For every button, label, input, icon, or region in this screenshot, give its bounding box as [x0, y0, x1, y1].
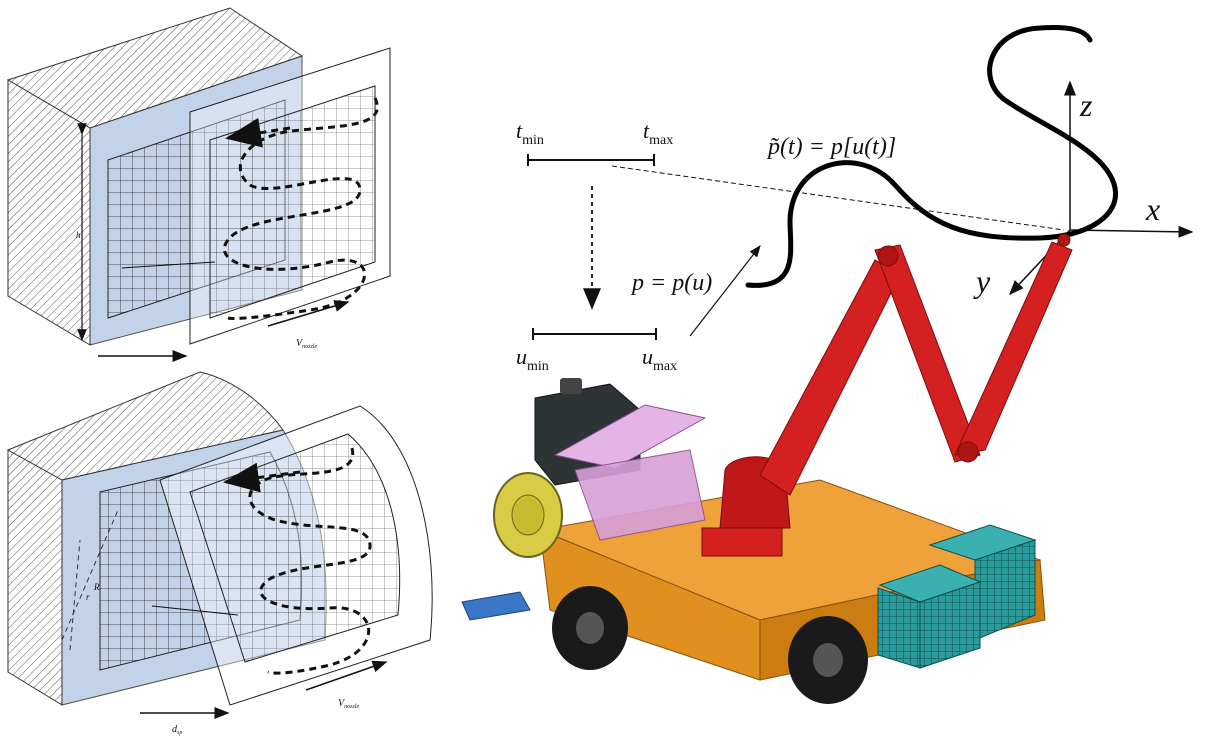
arch-radius-line-R [69, 539, 81, 651]
arch-nozzle-velocity-arrow [305, 660, 388, 691]
arch-radius-line-r [61, 509, 119, 641]
arch-d-sp-label: dsp [172, 724, 182, 736]
t-to-trajectory-dashed-line [611, 165, 1065, 231]
machine-wheel-front-hub [813, 643, 843, 677]
arch-R-label: R [93, 582, 100, 592]
parameter-mapping: tmin tmax umin umax p̃(t) = p[u(t)] p = … [516, 118, 1065, 374]
machine-cab-seat [560, 378, 582, 394]
y-axis-label: y [973, 263, 991, 299]
t-max-label: tmax [643, 118, 673, 148]
p-equation: p = p(u) [630, 270, 712, 296]
machine-boom-upper [954, 241, 1073, 456]
u-max-label: umax [642, 344, 677, 374]
machine-robot-base [701, 527, 783, 557]
arch-v-nozzle-label: Vnozzle [338, 698, 359, 710]
machine-boom-joint-2 [957, 441, 979, 463]
machine-hose-reel-hub [511, 494, 545, 536]
machine-nozzle-joint [1057, 233, 1071, 247]
arch-wall-side [7, 449, 63, 706]
flat-wall-diagram: h Vnozzle [6, 7, 391, 362]
coordinate-frame: z x y [973, 80, 1194, 299]
flat-nozzle-velocity-arrow [267, 300, 350, 327]
u-min-label: umin [516, 344, 549, 374]
arch-nozzle-line [151, 605, 239, 616]
machine-step [461, 591, 531, 621]
machine-tank-front [877, 587, 921, 669]
machine-platform [553, 404, 707, 469]
z-axis-label: z [1079, 87, 1093, 123]
arch-r-label: r [86, 592, 90, 602]
shotcrete-machine [461, 233, 1073, 704]
x-axis-label: x [1145, 191, 1160, 227]
u-to-curve-arrow [689, 245, 761, 337]
spray-trajectory-curve [745, 25, 1119, 288]
arch-spray-start-arrow [223, 462, 301, 493]
p-tilde-equation: p̃(t) = p[u(t)] [766, 134, 896, 160]
arch-spray-path [248, 447, 372, 675]
flat-spray-start-arrow [225, 117, 291, 148]
machine-boom-joint-1 [877, 245, 899, 267]
machine-boom-lower [759, 259, 901, 496]
machine-boom-middle [874, 244, 981, 463]
flat-nozzle-line [121, 261, 216, 269]
height-label: h [76, 230, 81, 240]
x-axis [1069, 225, 1194, 238]
machine-tank-front-side [919, 581, 981, 669]
machine-wheel-rear-hub [576, 612, 604, 644]
t-min-label: tmin [516, 118, 544, 148]
flat-v-nozzle-label: Vnozzle [296, 338, 317, 350]
machine-platform-frame [574, 449, 706, 541]
arch-wall-diagram: r R dsp Vnozzle [6, 371, 433, 736]
